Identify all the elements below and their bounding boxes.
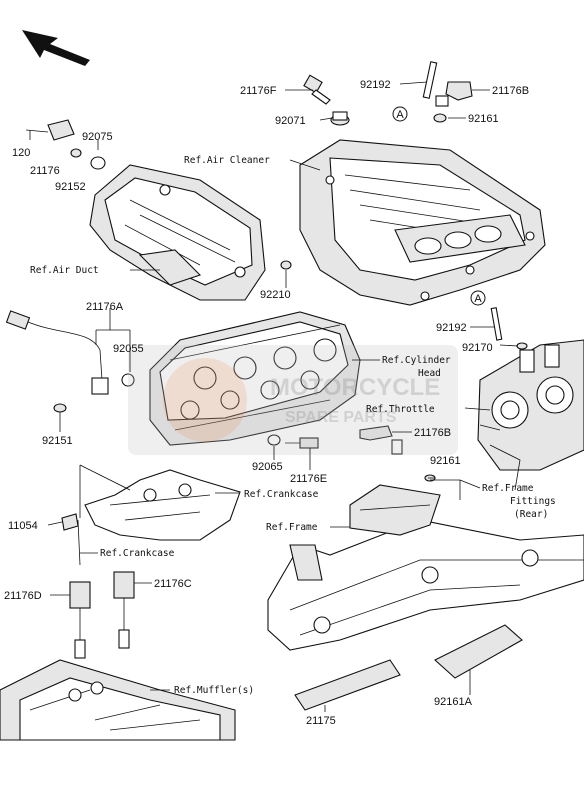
sensor-21176B-top xyxy=(435,81,473,107)
crankcase-bracket xyxy=(84,469,241,541)
label-21176F: 21176F xyxy=(240,85,277,97)
label-21176: 21176 xyxy=(30,165,60,177)
direction-arrow-icon xyxy=(22,30,90,66)
label-92055: 92055 xyxy=(113,343,144,355)
ref-frame-fittings-line3: (Rear) xyxy=(514,509,548,520)
marker-a-top-label: A xyxy=(396,109,404,121)
muffler xyxy=(0,659,236,741)
label-21176E: 21176E xyxy=(290,473,327,485)
label-92075: 92075 xyxy=(82,131,113,143)
ref-air-cleaner: Ref.Air Cleaner xyxy=(184,155,270,166)
washer-92065 xyxy=(267,434,281,446)
label-92161A: 92161A xyxy=(434,696,473,708)
label-92170: 92170 xyxy=(462,342,493,354)
cylinder-head xyxy=(149,311,361,446)
cover-21175 xyxy=(294,659,401,711)
sensor-21176A xyxy=(5,310,109,395)
ref-air-duct: Ref.Air Duct xyxy=(30,265,99,276)
watermark-line1: MOTORCYCLE xyxy=(270,374,440,401)
ref-muffler: Ref.Muffler(s) xyxy=(174,685,254,696)
ref-crankcase-2: Ref.Crankcase xyxy=(100,548,175,559)
bolt-crankcase xyxy=(77,519,81,566)
seal-92170 xyxy=(516,342,528,350)
label-92065: 92065 xyxy=(252,461,283,473)
ref-frame: Ref.Frame xyxy=(266,522,318,533)
label-92192-mid: 92192 xyxy=(436,322,467,334)
ref-frame-fittings-line2: Fittings xyxy=(510,496,556,507)
ref-cylinder-head-line1: Ref.Cylinder xyxy=(382,355,451,366)
label-120: 120 xyxy=(12,147,30,159)
sensor-21176C xyxy=(113,571,135,649)
label-21176A: 21176A xyxy=(86,301,124,313)
throttle-body xyxy=(477,339,584,491)
label-92071: 92071 xyxy=(275,115,306,127)
cover-92161A xyxy=(434,624,523,679)
label-21175: 21175 xyxy=(306,715,336,727)
label-11054: 11054 xyxy=(8,520,38,532)
grommet-92071 xyxy=(330,111,350,126)
pin-92192-top xyxy=(422,61,438,99)
bolt-92210 xyxy=(280,260,292,270)
grommet-92075 xyxy=(90,156,106,170)
sensor-21176D xyxy=(69,581,91,659)
air-duct-bracket xyxy=(89,164,266,301)
watermark-line2: SPARE PARTS xyxy=(285,409,397,426)
sensor-21176E xyxy=(285,437,319,449)
label-92151: 92151 xyxy=(42,435,73,447)
label-92210: 92210 xyxy=(260,289,291,301)
ref-frame-fittings-line1: Ref.Frame xyxy=(482,483,534,494)
watermark: MOTORCYCLE SPARE PARTS xyxy=(128,345,458,455)
label-92161-mid: 92161 xyxy=(430,455,461,467)
pin-92192-mid xyxy=(490,307,503,341)
marker-a-mid-label: A xyxy=(474,293,482,305)
ref-crankcase-1: Ref.Crankcase xyxy=(244,489,319,500)
marker-a-mid: A xyxy=(470,290,486,306)
seal-92161-top xyxy=(433,113,447,123)
clamp-11054 xyxy=(61,513,79,531)
label-92161-top: 92161 xyxy=(468,113,499,125)
sensor-21176-left xyxy=(25,119,75,141)
ecu-bracket xyxy=(349,484,441,536)
label-92152: 92152 xyxy=(55,181,86,193)
label-21176D: 21176D xyxy=(4,590,42,602)
leader-lines xyxy=(29,81,519,712)
washer-92152 xyxy=(70,148,82,158)
washer-92151 xyxy=(53,403,67,413)
label-92192-top: 92192 xyxy=(360,79,391,91)
ref-cylinder-head-line2: Head xyxy=(418,368,441,379)
marker-a-top: A xyxy=(392,106,408,122)
sensor-21176F xyxy=(303,74,331,105)
label-21176B-top: 21176B xyxy=(492,85,529,97)
air-cleaner-housing xyxy=(299,139,546,306)
ref-throttle: Ref.Throttle xyxy=(366,404,435,415)
frame-rear xyxy=(267,519,584,651)
sensor-21176B-mid xyxy=(359,425,403,455)
o-ring-92055 xyxy=(121,373,135,387)
label-21176C: 21176C xyxy=(154,578,192,590)
label-21176B-mid: 21176B xyxy=(414,427,451,439)
